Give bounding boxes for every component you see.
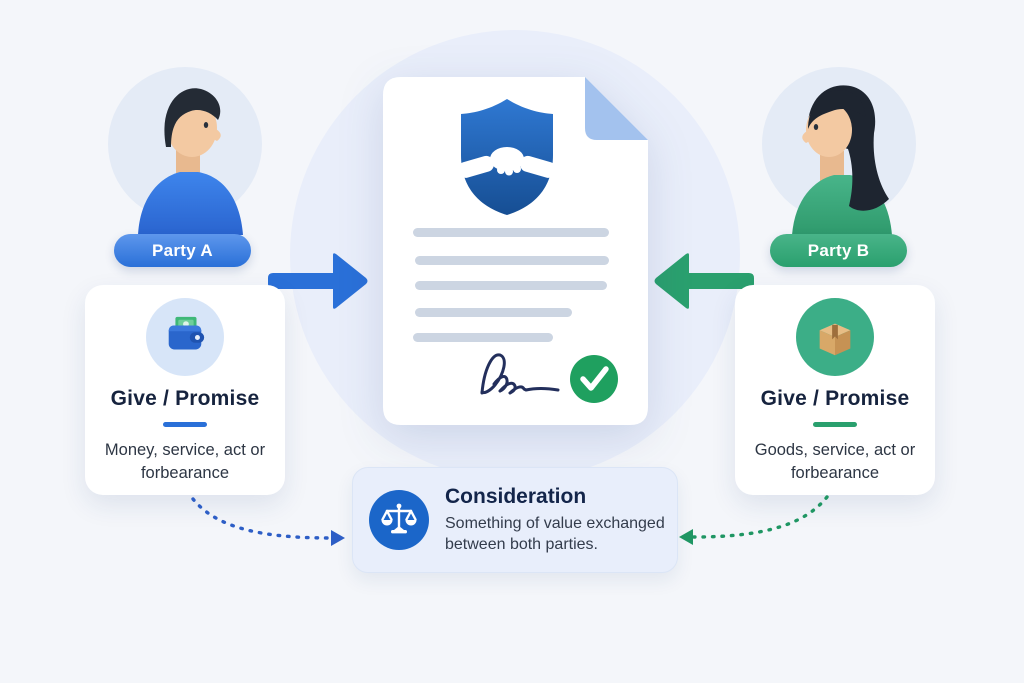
party-a-card-description: Money, service, act or forbearance: [104, 441, 266, 482]
party-a-give-promise-card: Give / Promise Money, service, act or fo…: [85, 285, 285, 495]
party-a-label: Party A: [114, 234, 251, 267]
folded-corner-icon: [585, 77, 648, 140]
wallet-icon-circle: [146, 298, 224, 376]
party-a-to-contract-arrow-icon: [268, 253, 368, 309]
party-a-avatar: [108, 67, 262, 235]
party-b-label: Party B: [770, 234, 907, 267]
party-a-label-text: Party A: [152, 240, 213, 260]
consideration-box: Consideration Something of value exchang…: [352, 467, 678, 573]
green-dotted-arrowhead-icon: [679, 529, 693, 545]
party-a-card-title: Give / Promise: [110, 387, 260, 410]
document-text-lines: [413, 228, 609, 342]
box-icon-circle: [796, 298, 874, 376]
blue-dotted-arrowhead-icon: [331, 530, 345, 546]
signature-scribble: [480, 353, 560, 395]
consideration-text-block: Consideration Something of value exchang…: [445, 485, 677, 555]
party-b-to-contract-arrow-icon: [654, 253, 754, 309]
party-b-give-promise-card: Give / Promise Goods, service, act or fo…: [735, 285, 935, 495]
man-avatar-icon: [108, 67, 262, 235]
consideration-title: Consideration: [445, 484, 587, 508]
box-icon: [819, 323, 851, 356]
scales-icon-circle: [369, 490, 429, 550]
scales-icon: [381, 503, 417, 534]
handshake-shield-icon: [458, 99, 556, 215]
contract-document: [383, 77, 648, 425]
party-b-card-title: Give / Promise: [760, 387, 910, 410]
consideration-description: Something of value exchanged between bot…: [445, 514, 665, 553]
party-b-card-divider: [813, 422, 857, 427]
party-b-label-text: Party B: [807, 240, 870, 260]
party-b-avatar: [762, 67, 916, 235]
party-b-to-consideration-dotted-arrow: [692, 495, 829, 539]
party-a-card-divider: [163, 422, 207, 427]
wallet-icon: [168, 316, 205, 350]
woman-avatar-icon: [762, 67, 916, 235]
party-a-to-consideration-dotted-arrow: [191, 497, 332, 540]
approved-check-icon: [570, 355, 618, 403]
party-b-card-description: Goods, service, act or forbearance: [754, 441, 916, 482]
